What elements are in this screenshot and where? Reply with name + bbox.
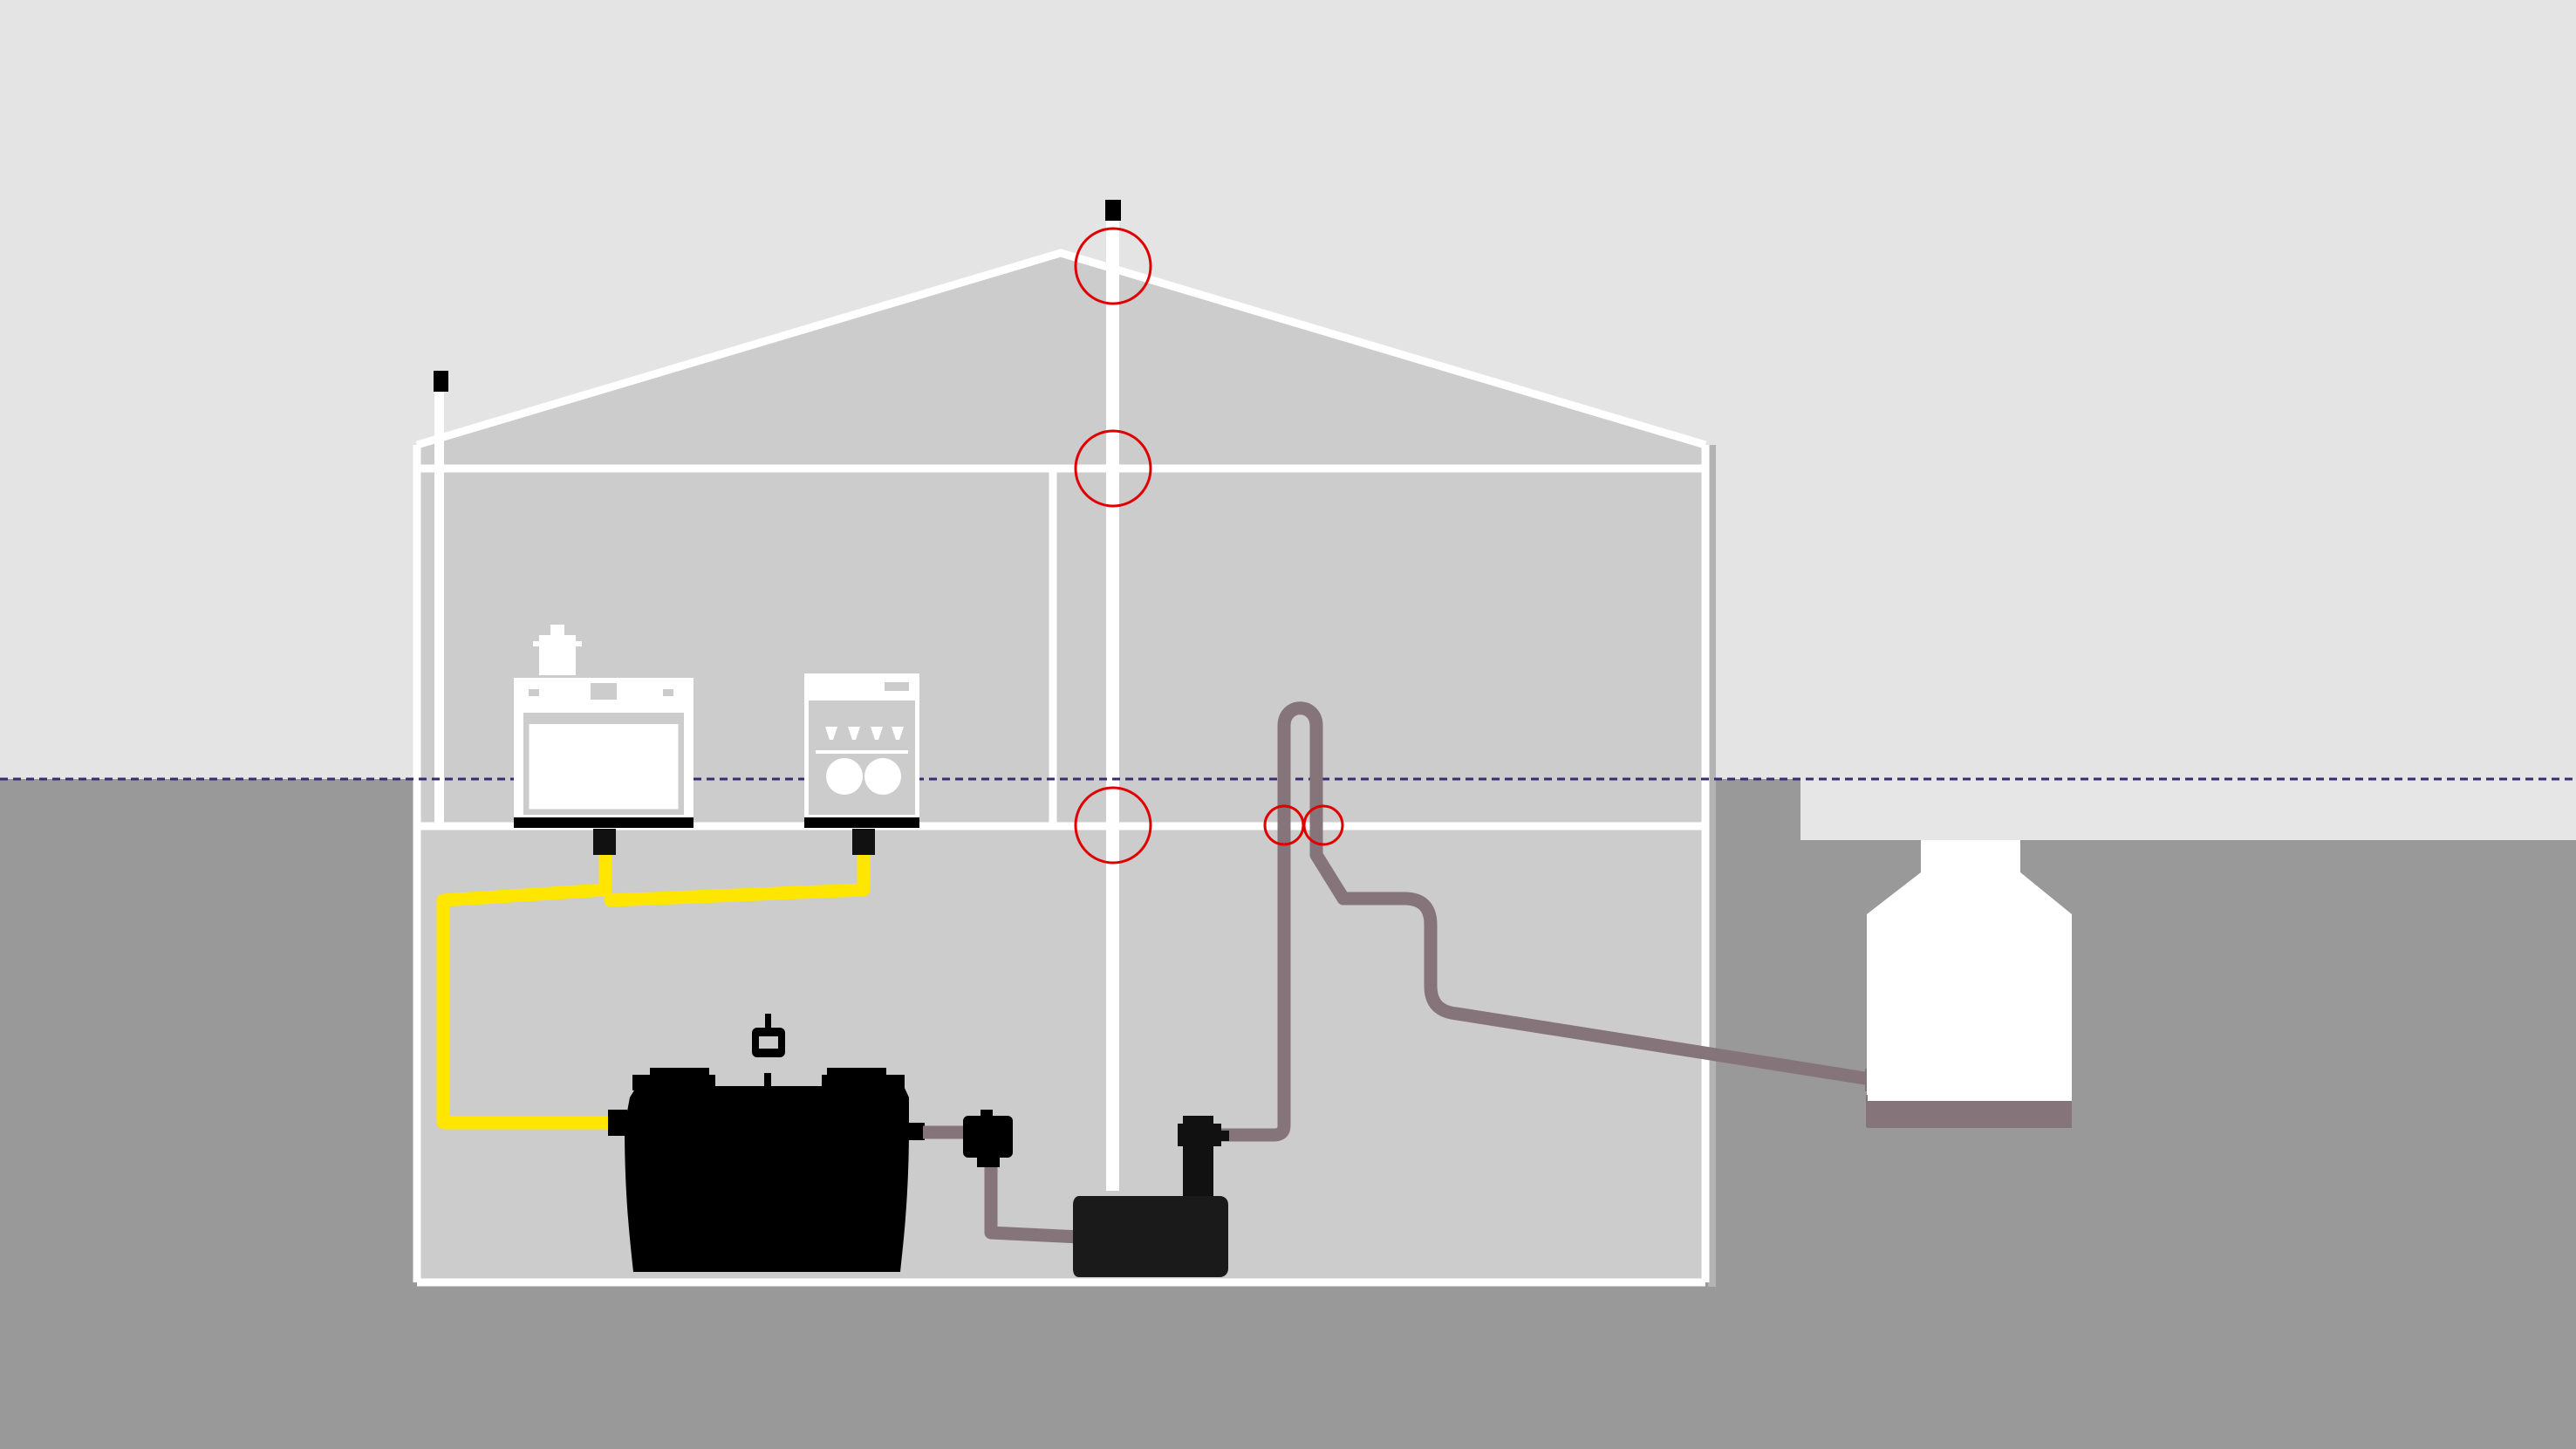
inspection-to-pump-pipe <box>984 1160 1081 1244</box>
stove-drain-connector <box>593 829 616 855</box>
lifting-station-icon <box>1073 1116 1229 1277</box>
dishwasher-drain-connector <box>852 829 875 855</box>
left-vent-pipe <box>434 390 444 826</box>
house-frame <box>413 249 1710 1287</box>
house-wall-shadow <box>1708 445 1716 1287</box>
pump-riser-pipe <box>1221 701 1872 1142</box>
attic-floor-penetration-marker <box>1074 429 1152 508</box>
street-surface <box>1800 779 2576 840</box>
ground-floor-penetration-marker <box>1074 786 1152 865</box>
inspection-chamber-icon <box>963 1110 1013 1167</box>
pressure-line <box>923 701 1872 1244</box>
inspection-markers <box>1074 227 1344 865</box>
roof-penetration-marker <box>1074 227 1152 305</box>
house-interior <box>417 253 1705 1282</box>
riser-penetration-marker-right <box>1302 804 1344 846</box>
stove-with-pot-icon <box>514 625 694 828</box>
dishwasher-icon <box>804 673 919 828</box>
roof-outline <box>415 249 1707 449</box>
main-stack-cap-icon <box>1105 200 1121 221</box>
left-vent-cap-icon <box>434 371 448 392</box>
main-stack-pipe <box>1106 218 1119 1191</box>
grease-separator-icon <box>608 1014 925 1272</box>
sewer-manhole-icon <box>1866 840 2072 1128</box>
